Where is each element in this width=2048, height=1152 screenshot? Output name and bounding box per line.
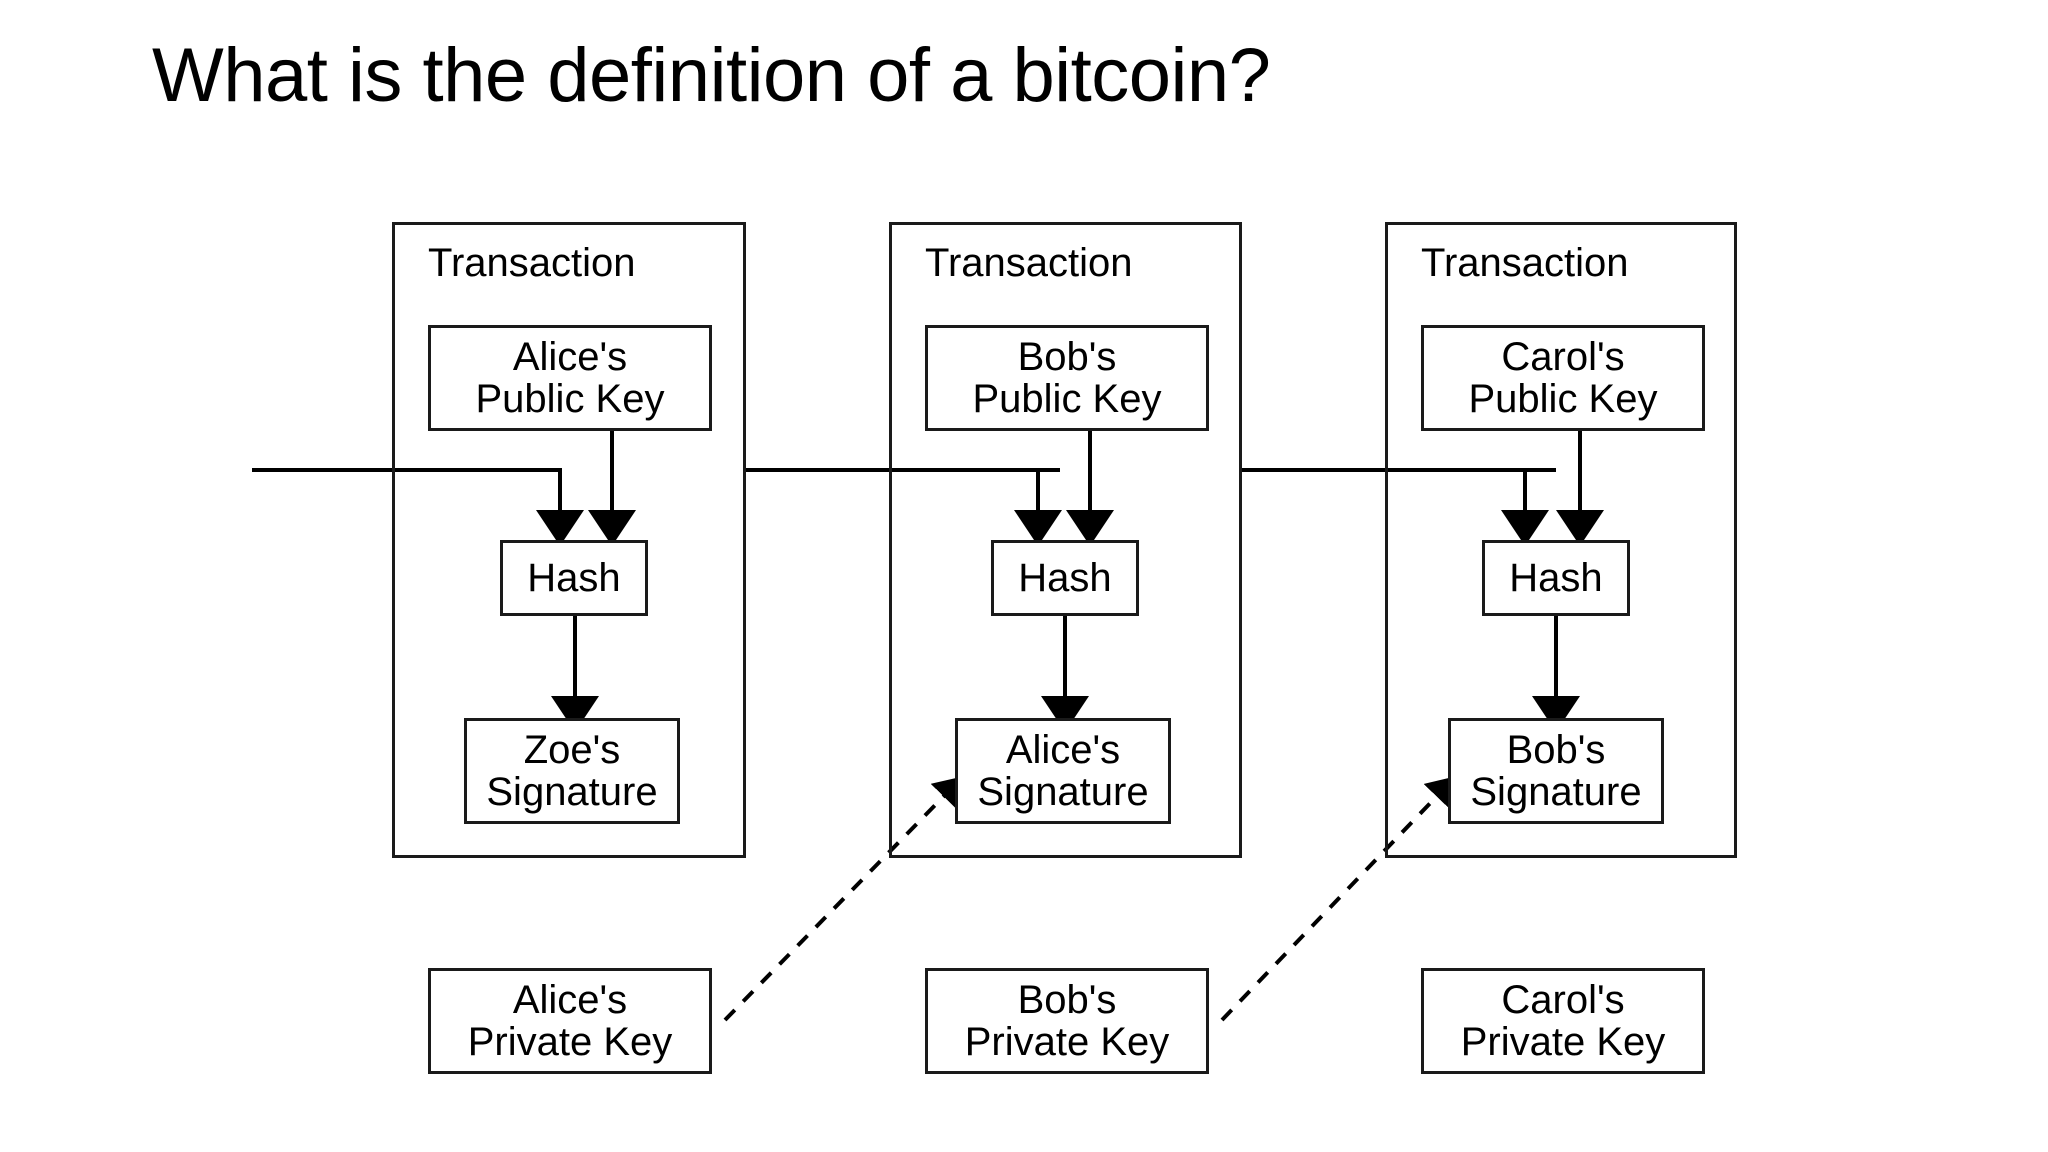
transaction-1-hash-node[interactable]: Hash <box>500 540 648 616</box>
bob-signature-node[interactable]: Bob's Signature <box>1448 718 1664 824</box>
carol-private-key-line2: Private Key <box>1460 1020 1666 1064</box>
alice-public-key-line1: Alice's <box>512 334 628 379</box>
carol-private-key-node[interactable]: Carol's Private Key <box>1421 968 1705 1074</box>
bob-signature-line2: Signature <box>1470 770 1642 814</box>
tx3-incoming-arrow <box>1385 468 1549 546</box>
carol-public-key-line1: Carol's <box>1501 334 1625 379</box>
bob-signature-line1: Bob's <box>1506 727 1606 772</box>
tx1-incoming-arrow <box>392 468 584 546</box>
bob-private-key-node[interactable]: Bob's Private Key <box>925 968 1209 1074</box>
carol-private-key-line1: Carol's <box>1501 977 1625 1022</box>
page-title: What is the definition of a bitcoin? <box>152 33 1271 118</box>
alice-private-key-node[interactable]: Alice's Private Key <box>428 968 712 1074</box>
transaction-3-label: Transaction <box>1421 241 1629 285</box>
alice-signature-line1: Alice's <box>1005 727 1121 772</box>
tx2-incoming-arrow <box>889 468 1062 546</box>
alice-signature-node[interactable]: Alice's Signature <box>955 718 1171 824</box>
transaction-1-hash-label: Hash <box>527 555 621 600</box>
transaction-2-hash-node[interactable]: Hash <box>991 540 1139 616</box>
alice-private-key-sign-arrow <box>723 776 964 1022</box>
alice-private-key-line2: Private Key <box>467 1020 673 1064</box>
bob-public-key-node[interactable]: Bob's Public Key <box>925 325 1209 431</box>
transaction-2-hash-label: Hash <box>1018 555 1112 600</box>
alice-public-key-line2: Public Key <box>475 377 665 421</box>
transaction-box-2[interactable] <box>889 222 1242 858</box>
alice-signature-line2: Signature <box>977 770 1149 814</box>
bob-public-key-line2: Public Key <box>972 377 1162 421</box>
transaction-box-1[interactable] <box>392 222 746 858</box>
alice-private-key-line1: Alice's <box>512 977 628 1022</box>
transaction-3-hash-label: Hash <box>1509 555 1603 600</box>
transaction-2-label: Transaction <box>925 241 1133 285</box>
carol-public-key-node[interactable]: Carol's Public Key <box>1421 325 1705 431</box>
alice-public-key-node[interactable]: Alice's Public Key <box>428 325 712 431</box>
transaction-1-label: Transaction <box>428 241 636 285</box>
bob-private-key-line1: Bob's <box>1017 977 1117 1022</box>
bob-private-key-line2: Private Key <box>964 1020 1170 1064</box>
transaction-3-hash-node[interactable]: Hash <box>1482 540 1630 616</box>
zoe-signature-node[interactable]: Zoe's Signature <box>464 718 680 824</box>
transaction-box-3[interactable] <box>1385 222 1737 858</box>
zoe-signature-line2: Signature <box>486 770 658 814</box>
carol-public-key-line2: Public Key <box>1468 377 1658 421</box>
bob-public-key-line1: Bob's <box>1017 334 1117 379</box>
zoe-signature-line1: Zoe's <box>523 727 621 772</box>
